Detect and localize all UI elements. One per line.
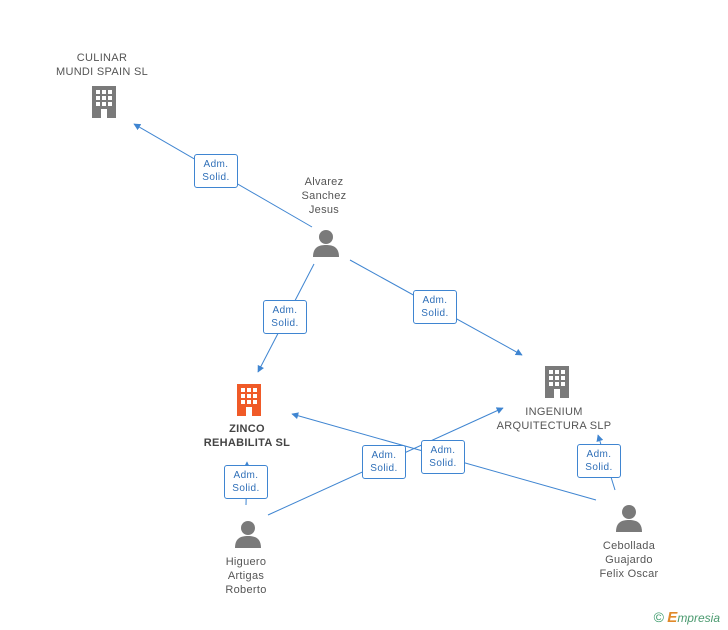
- node-label-cebollada: Cebollada Guajardo Felix Oscar: [584, 539, 674, 581]
- brand-initial: E: [667, 609, 678, 626]
- node-label-line: ARQUITECTURA SLP: [496, 420, 612, 432]
- edge-label-line: Solid.: [202, 172, 230, 183]
- edge-label-line: Solid.: [585, 462, 613, 473]
- node-label-line: MUNDI SPAIN SL: [55, 66, 148, 78]
- node-label-line: Alvarez: [304, 176, 344, 188]
- node-label-line: REHABILITA SL: [203, 437, 291, 449]
- edge-label-line: Adm.: [586, 449, 612, 460]
- edge-label-alvarez-zinco[interactable]: Adm. Solid.: [263, 300, 307, 334]
- edge-label-line: Adm.: [422, 295, 448, 306]
- node-label-line: Jesus: [308, 204, 340, 216]
- node-label-line: Guajardo: [605, 554, 653, 566]
- edge-label-line: Solid.: [271, 318, 299, 329]
- node-label-line: ZINCO: [229, 423, 265, 435]
- edge-label-line: Solid.: [421, 308, 449, 319]
- person-icon[interactable]: [614, 503, 644, 533]
- node-label-higuero: Higuero Artigas Roberto: [206, 555, 286, 597]
- edge-label-higuero-zinco[interactable]: Adm. Solid.: [224, 465, 268, 499]
- edge-label-line: Adm.: [272, 305, 298, 316]
- edge-label-line: Solid.: [370, 463, 398, 474]
- brand-logo: Empresia: [667, 609, 720, 626]
- node-label-line: Felix Oscar: [599, 568, 659, 580]
- edge-label-line: Adm.: [430, 445, 456, 456]
- edge-label-cebollada-zinco[interactable]: Adm. Solid.: [421, 440, 465, 474]
- edge-label-higuero-ingenium[interactable]: Adm. Solid.: [362, 445, 406, 479]
- edge-label-line: Adm.: [203, 159, 229, 170]
- edge-label-line: Solid.: [232, 483, 260, 494]
- node-label-line: Sanchez: [301, 190, 347, 202]
- building-icon[interactable]: [541, 364, 573, 400]
- brand-footer[interactable]: © Empresia: [654, 609, 720, 626]
- node-label-ingenium: INGENIUM ARQUITECTURA SLP: [494, 405, 614, 433]
- node-label-line: Cebollada: [602, 540, 656, 552]
- building-icon[interactable]: [233, 382, 265, 418]
- copyright-symbol: ©: [653, 609, 664, 625]
- node-label-line: Higuero: [225, 556, 267, 568]
- node-label-line: Artigas: [227, 570, 265, 582]
- edge-label-line: Solid.: [429, 458, 457, 469]
- person-icon[interactable]: [311, 228, 341, 258]
- edge-label-line: Adm.: [371, 450, 397, 461]
- node-label-line: Roberto: [225, 584, 267, 596]
- person-icon[interactable]: [233, 519, 263, 549]
- node-label-zinco: ZINCO REHABILITA SL: [192, 422, 302, 450]
- node-label-line: CULINAR: [76, 52, 128, 64]
- node-label-culinar: CULINAR MUNDI SPAIN SL: [52, 51, 152, 79]
- brand-name: mpresia: [677, 611, 720, 625]
- edge-label-cebollada-ingenium[interactable]: Adm. Solid.: [577, 444, 621, 478]
- edge-label-alvarez-culinar[interactable]: Adm. Solid.: [194, 154, 238, 188]
- edge-label-line: Adm.: [233, 470, 259, 481]
- node-label-alvarez: Alvarez Sanchez Jesus: [284, 175, 364, 217]
- edge-label-alvarez-ingenium[interactable]: Adm. Solid.: [413, 290, 457, 324]
- building-icon[interactable]: [88, 84, 120, 120]
- node-label-line: INGENIUM: [525, 406, 583, 418]
